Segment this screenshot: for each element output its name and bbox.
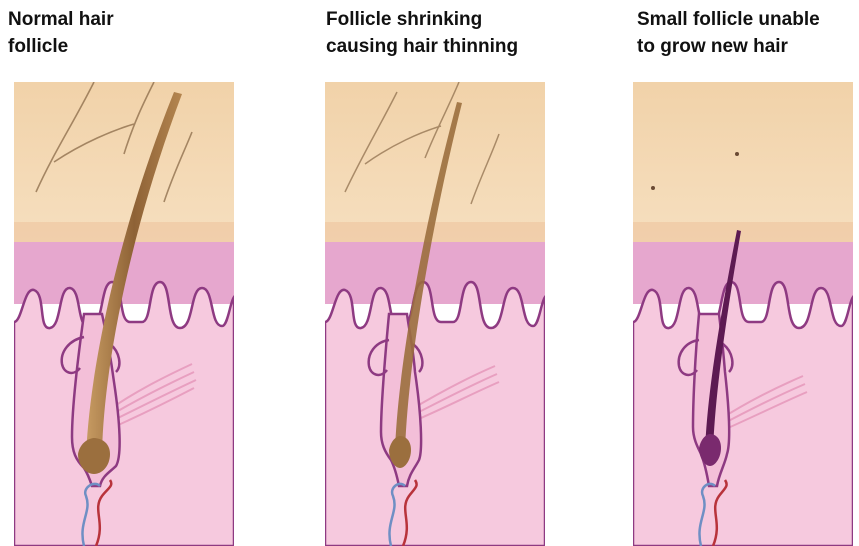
panel-1-caption: Normal hair follicle xyxy=(8,6,114,60)
panel-3-caption-line-2: to grow new hair xyxy=(637,33,820,60)
skin-surface-layer xyxy=(14,82,234,242)
panel-shrinking-follicle xyxy=(325,82,545,546)
panel-1-caption-line-2: follicle xyxy=(8,33,114,60)
miniaturized-follicle-illustration xyxy=(633,82,853,546)
panel-2-caption-line-2: causing hair thinning xyxy=(326,33,518,60)
panel-miniaturized-follicle xyxy=(633,82,853,546)
epidermis-band xyxy=(633,222,853,244)
panel-2-caption-line-1: Follicle shrinking xyxy=(326,6,518,33)
epidermis-band xyxy=(325,222,545,244)
panel-3-caption: Small follicle unable to grow new hair xyxy=(637,6,820,60)
skin-surface-layer xyxy=(633,82,853,242)
normal-follicle-illustration xyxy=(14,82,234,546)
dermal-papillae-edge xyxy=(325,282,545,546)
shrinking-follicle-illustration xyxy=(325,82,545,546)
panel-normal-follicle xyxy=(14,82,234,546)
surface-dot xyxy=(735,152,739,156)
panel-1-caption-line-1: Normal hair xyxy=(8,6,114,33)
surface-dot xyxy=(651,186,655,190)
panel-2-caption: Follicle shrinking causing hair thinning xyxy=(326,6,518,60)
panel-3-caption-line-1: Small follicle unable xyxy=(637,6,820,33)
